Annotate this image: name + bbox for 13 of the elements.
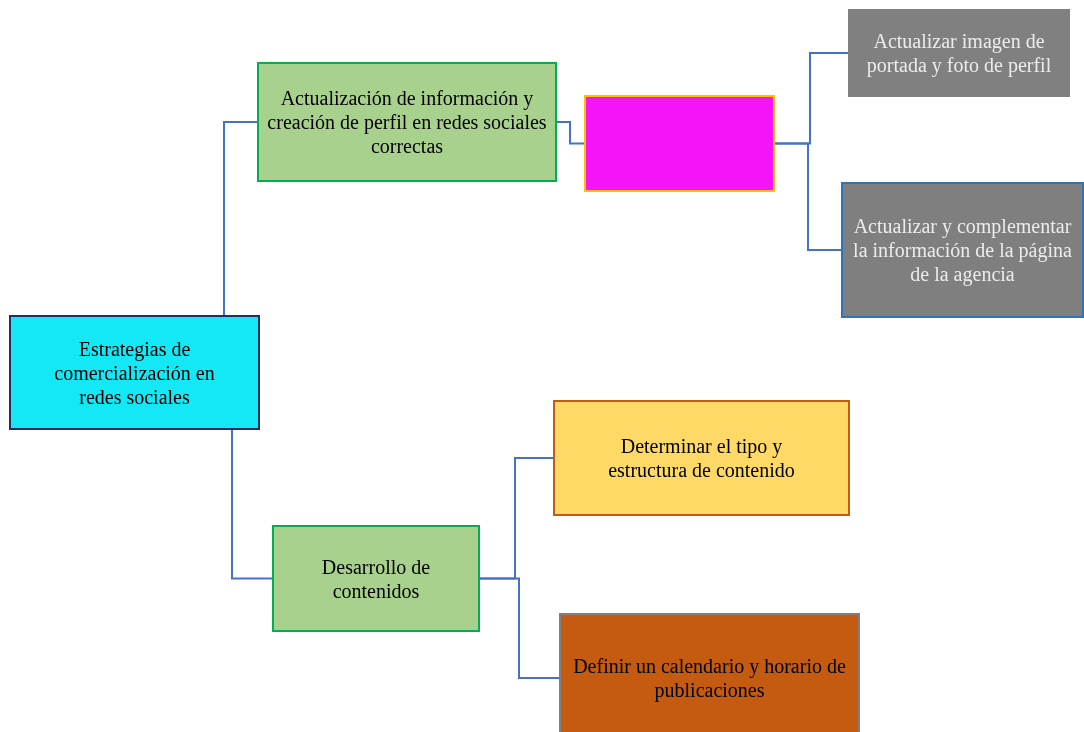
process-box: Actualizar y complementar la información de la página de la agencia xyxy=(841,182,1084,318)
connector-line xyxy=(223,121,258,316)
process-box: Estrategias de comercialización en redes sociales xyxy=(9,315,260,430)
empty-box xyxy=(584,95,775,192)
process-box: Definir un calendario y horario de publicaciones xyxy=(559,613,860,732)
process-box: Actualizar imagen de portada y foto de perfil xyxy=(848,9,1070,97)
connector-line xyxy=(479,577,560,679)
process-box: Desarrollo de contenidos xyxy=(272,525,480,632)
connector-line xyxy=(556,121,585,145)
process-box: Determinar el tipo y estructura de contenido xyxy=(553,400,850,516)
connector-line xyxy=(231,429,273,580)
connector-line xyxy=(774,142,842,251)
process-box: Actualización de información y creación de perfil en redes sociales correctas xyxy=(257,62,557,182)
